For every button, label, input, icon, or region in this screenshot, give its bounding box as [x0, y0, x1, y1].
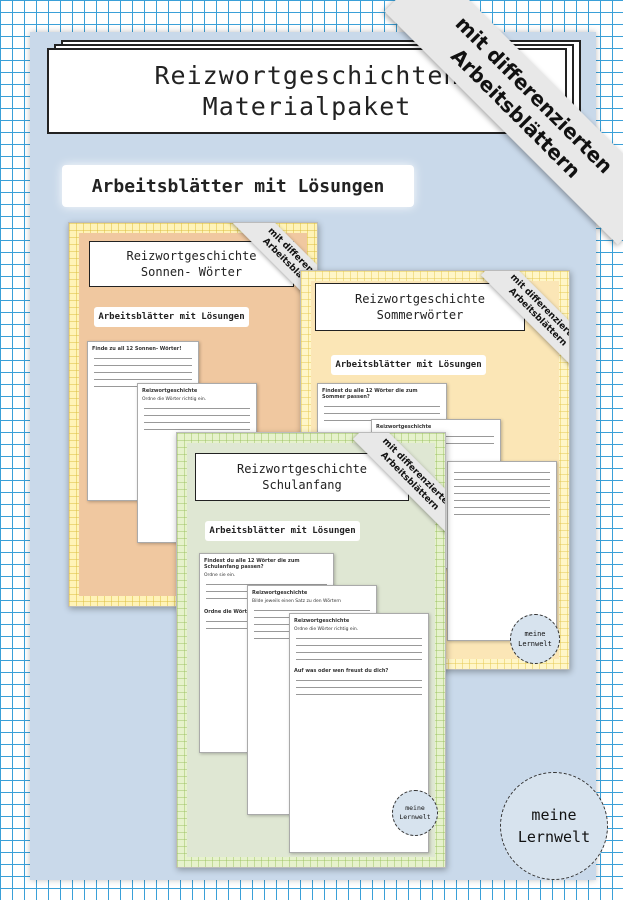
sommer-sheet-b-heading: Reizwortgeschichte: [376, 424, 432, 430]
sheet-line: [144, 422, 250, 423]
sheet-line: [296, 687, 422, 688]
schulanfang-sheet-b-heading: Reizwortgeschichte: [252, 590, 308, 596]
cover-sommer-sub: Arbeitsblätter mit Lösungen: [331, 355, 486, 375]
sheet-line: [454, 472, 550, 473]
sheet-line: [454, 486, 550, 487]
schulanfang-sheet-a-sub: Ordne sie ein.: [204, 573, 236, 578]
sheet-line: [94, 365, 192, 366]
subtitle-banner: Arbeitsblätter mit Lösungen: [62, 165, 414, 207]
cover-sonnen-sub: Arbeitsblätter mit Lösungen: [94, 307, 249, 327]
schulanfang-sheet-a-heading: Findest du alle 12 Wörter die zum Schula…: [204, 558, 300, 570]
sheet-line: [324, 413, 440, 414]
cover-sonnen-title-2: Sonnen- Wörter: [140, 265, 243, 279]
logo-meine-lernwelt-small-2: meine Lernwelt: [392, 790, 438, 836]
sonnen-sheet-b-sub: Ordne die Wörter richtig ein.: [142, 397, 207, 402]
sheet-line: [94, 379, 192, 380]
logo-small-2-line-1: meine: [405, 804, 425, 812]
logo-small-2-line-2: Lernwelt: [399, 813, 431, 821]
cover-schulanfang-title-1: Reizwortgeschichte: [236, 462, 368, 476]
sheet-line: [144, 415, 250, 416]
title-line-1: Reizwortgeschichten: [154, 61, 460, 90]
sheet-line: [454, 507, 550, 508]
sheet-line: [324, 406, 440, 407]
sheet-line: [454, 479, 550, 480]
sheet-line: [94, 372, 192, 373]
schulanfang-sheet-b-sub: Bilde jeweils einen Satz zu den Wörtern: [252, 599, 341, 604]
sheet-line: [296, 680, 422, 681]
schulanfang-sheet-c-sub: Ordne die Wörter richtig ein.: [294, 627, 359, 632]
cover-schulanfang-title: Reizwortgeschichte Schulanfang: [195, 453, 409, 501]
logo-small-1-line-1: meine: [524, 630, 546, 638]
sheet-line: [94, 358, 192, 359]
logo-small-1-line-2: Lernwelt: [518, 640, 552, 648]
sheet-line: [454, 493, 550, 494]
logo-meine-lernwelt: meine Lernwelt: [500, 772, 608, 880]
sheet-line: [296, 638, 422, 639]
logo-big-line-2: Lernwelt: [517, 828, 591, 846]
sommer-sheet-a-heading: Findest du alle 12 Wörter die zum Sommer…: [322, 388, 418, 400]
sonnen-sheet-a-heading: Finde zu all 12 Sonnen- Wörter!: [92, 346, 182, 352]
sheet-line: [454, 514, 550, 515]
sheet-line: [254, 610, 370, 611]
cover-sommer-title-1: Reizwortgeschichte: [354, 292, 486, 306]
schulanfang-question: Auf was oder wen freust du dich?: [294, 668, 389, 674]
schulanfang-sheet-d-heading: Ordne die Wörter: [204, 609, 253, 615]
sheet-line: [296, 659, 422, 660]
logo-big-line-1: meine: [531, 806, 577, 824]
cover-schulanfang-sub: Arbeitsblätter mit Lösungen: [205, 521, 360, 541]
schulanfang-sheet-c-heading: Reizwortgeschichte: [294, 618, 350, 624]
sheet-line: [206, 584, 327, 585]
cover-sommer-title: Reizwortgeschichte Sommerwörter: [315, 283, 525, 331]
sonnen-sheet-b-heading: Reizwortgeschichte: [142, 388, 198, 394]
sheet-line: [454, 500, 550, 501]
sheet-line: [296, 652, 422, 653]
title-line-2: Materialpaket: [202, 92, 412, 121]
logo-meine-lernwelt-small-1: meine Lernwelt: [510, 614, 560, 664]
sommer-sheet-c: [447, 461, 557, 641]
sheet-line: [296, 694, 422, 695]
cover-sonnen-title-1: Reizwortgeschichte: [126, 249, 257, 263]
sheet-line: [144, 429, 250, 430]
cover-sommer-title-2: Sommerwörter: [376, 308, 464, 322]
sheet-line: [144, 408, 250, 409]
sheet-line: [296, 645, 422, 646]
cover-schulanfang-title-2: Schulanfang: [262, 478, 342, 492]
